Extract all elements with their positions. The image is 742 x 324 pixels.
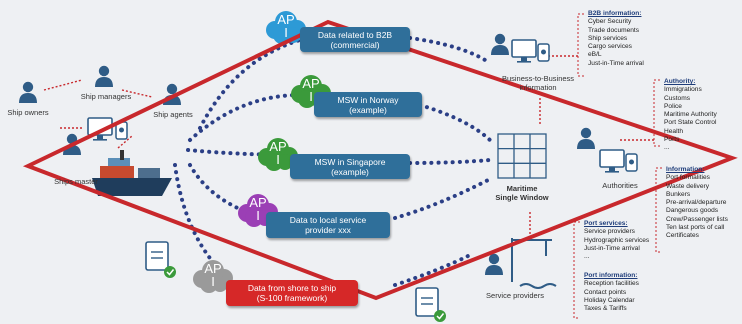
port-information-item: Contact points: [584, 288, 627, 296]
b2b-info-item: Just-in-Time arrival: [588, 59, 644, 67]
b2b-info-item: Ship services: [588, 34, 628, 42]
b2b-info-item: Trade documents: [588, 26, 640, 34]
ship-owners-icon: [19, 81, 37, 103]
information-item: Pre-arrival/departure: [666, 199, 727, 207]
port-services-item: ...: [584, 253, 590, 261]
port-services-panel: Port services: Service providers Hydrogr…: [584, 220, 649, 261]
port-services-title: Port services:: [584, 220, 628, 227]
b2b-info-item: eB/L: [588, 51, 602, 59]
information-title: Information:: [666, 166, 705, 173]
msw-norway-box[interactable]: MSW in Norway(example): [314, 92, 422, 117]
authority-title: Authority:: [664, 78, 696, 85]
information-item: Bunkers: [666, 190, 691, 198]
service-provider-worker-icon: [485, 253, 503, 275]
connector-b2b-left: [198, 38, 302, 130]
red-diamond-outline: [22, 19, 738, 301]
b2b-info-item: Cyber Security: [588, 18, 632, 26]
information-item: Dangerous goods: [666, 207, 719, 215]
authority-item: ...: [664, 144, 670, 152]
port-services-item: Hydrographic services: [584, 236, 650, 244]
authorities-tablet-icon: [625, 153, 638, 172]
checklist-icon-left: [145, 241, 176, 278]
ship-managers-icon: [95, 65, 113, 87]
relation-arrows: [43, 55, 655, 236]
shore-to-ship-box[interactable]: Data from shore to ship(S-100 framework): [226, 280, 358, 306]
api-cloud-blue: [266, 11, 306, 44]
port-information-item: Reception facilities: [584, 280, 639, 288]
authority-item: Health: [664, 127, 684, 135]
connector-shore-right: [393, 253, 472, 287]
authority-item: Ports: [664, 136, 680, 144]
ship-managers-label: Ship managers: [80, 92, 132, 101]
connector-singapore-right: [408, 158, 492, 165]
authority-officer-icon: [577, 127, 595, 149]
connector-norway-right: [418, 103, 494, 144]
authority-item: Immigrations: [664, 86, 702, 94]
checklist-icon-bottom: [415, 287, 446, 322]
api-cloud-shapes: [193, 11, 331, 293]
authority-item: Customs: [664, 94, 691, 102]
maritime-single-window-grid-icon: [497, 133, 547, 179]
port-services-item: Service providers: [584, 228, 635, 236]
b2b-info-panel: B2B information: Cyber Security Trade do…: [588, 10, 644, 68]
information-item: Waste delivery: [666, 182, 709, 190]
port-information-title: Port information:: [584, 272, 638, 279]
ships-master-label: Ships master: [54, 177, 98, 186]
authorities-computer-icon: [599, 149, 625, 174]
authority-panel: Authority: Immigrations Customs Police M…: [664, 78, 717, 153]
msw-singapore-box[interactable]: MSW in Singapore(example): [290, 154, 410, 179]
crane-icon: [511, 238, 557, 289]
information-item: Port formalities: [666, 174, 710, 182]
port-services-item: Just-in-Time arrival: [584, 244, 640, 252]
port-information-item: Taxes & Tariffs: [584, 305, 627, 313]
information-panel: Information: Port formalities Waste deli…: [666, 166, 728, 241]
ship-agents-label: Ship agents: [153, 110, 193, 119]
service-providers-label: Service providers: [486, 291, 544, 300]
ship-icon: [92, 150, 172, 196]
cloud-puff: [212, 276, 228, 292]
api-cloud-green-2: [258, 138, 298, 171]
api-cloud-grey: [193, 260, 233, 293]
information-item: Ten last ports of call: [666, 224, 725, 232]
connector-shore-left: [173, 163, 232, 282]
connector-b2b-right: [408, 36, 487, 62]
panel-brackets: [573, 13, 662, 319]
information-item: Crew/Passenger lists: [666, 215, 728, 223]
connector-local-right: [393, 176, 494, 220]
b2b-tablet-icon: [537, 43, 550, 62]
authority-item: Police: [664, 102, 682, 110]
b2b-data-box[interactable]: Data related to B2B(commercial): [300, 27, 410, 52]
connector-local-left: [188, 163, 257, 217]
ship-owners-label: Ship owners: [7, 108, 49, 117]
port-information-panel: Port information: Reception facilities C…: [584, 272, 639, 313]
authorities-label: Authorities: [602, 181, 638, 190]
authority-item: Maritime Authority: [664, 111, 717, 119]
connector-norway-left: [188, 93, 302, 142]
cloud-puff: [277, 154, 293, 170]
authority-item: Port State Control: [664, 119, 717, 127]
b2b-person-icon: [491, 33, 509, 55]
b2b-computer-icon: [511, 39, 537, 64]
information-item: Certificates: [666, 232, 699, 240]
connector-dotted-lines: [173, 36, 494, 287]
b2b-info-title: B2B information:: [588, 10, 642, 17]
b2b-info-item: Cargo services: [588, 43, 632, 51]
port-information-item: Holiday Calendar: [584, 296, 635, 304]
